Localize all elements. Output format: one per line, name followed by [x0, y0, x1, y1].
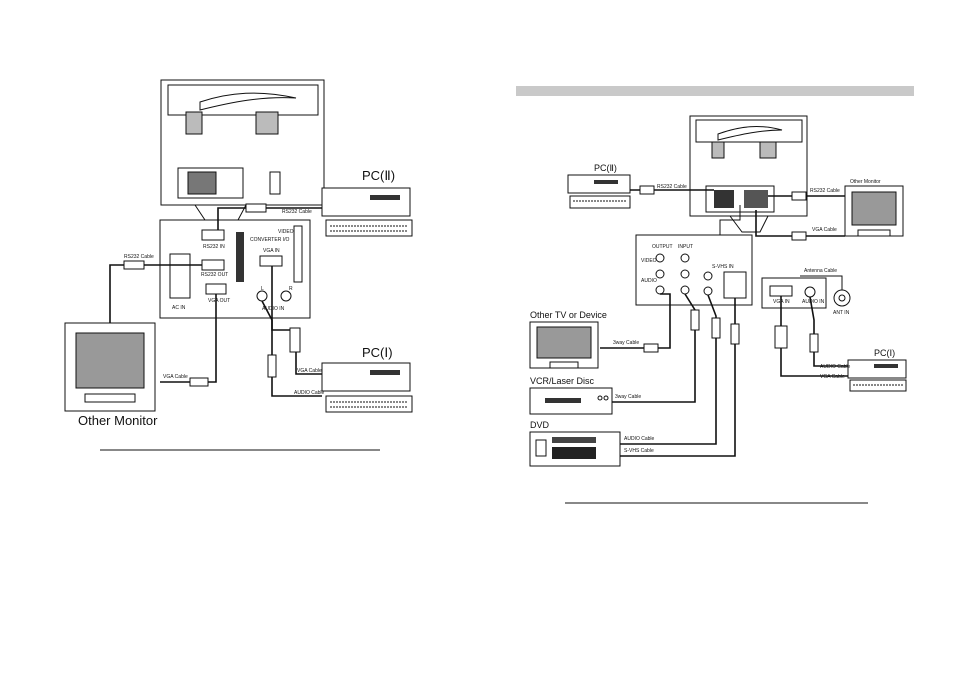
right-header-bar	[516, 86, 914, 96]
label-r: R	[289, 286, 293, 292]
right-audio-cable-pc: AUDIO Cable	[820, 364, 851, 370]
label-rs232-in: RS232 IN	[203, 244, 225, 250]
right-vga-cable-pc: VGA Cable	[820, 374, 845, 380]
label-output: OUTPUT	[652, 244, 673, 250]
label-antenna-cable: Antenna Cable	[804, 268, 837, 274]
left-rs232-cable-left: RS232 Cable	[124, 254, 154, 260]
right-av-panel: OUTPUT INPUT VIDEO AUDIO S-VHS IN	[635, 234, 753, 306]
left-tv-rear	[160, 79, 325, 221]
right-vcr: VCR/Laser Disc	[529, 376, 613, 415]
right-pc1: PC(Ⅰ)	[847, 348, 907, 392]
left-rs232-cable-top: RS232 Cable	[282, 209, 312, 215]
label-vga-in: VGA IN	[263, 248, 280, 254]
label-audio-in: AUDIO IN	[262, 306, 285, 312]
label-svhs-in: S-VHS IN	[712, 264, 734, 270]
right-cable-tv: 3way Cable	[613, 340, 639, 346]
left-vga-cable-pc: VGA Cable	[297, 368, 322, 374]
label-rs232-out: RS232 OUT	[201, 272, 228, 278]
label-ac-in: AC IN	[172, 305, 186, 311]
left-pc2-title: PC(Ⅱ)	[362, 168, 395, 183]
left-other-monitor: Other Monitor	[64, 322, 158, 428]
right-other-tv-title: Other TV or Device	[530, 310, 607, 320]
right-diagram: PC(Ⅱ) Other Monitor OUTPUT INPUT VIDEO A…	[516, 86, 914, 504]
left-pc2: PC(Ⅱ)	[321, 168, 413, 237]
right-dvd: DVD	[529, 420, 621, 467]
right-pc2-title: PC(Ⅱ)	[594, 163, 617, 173]
left-vga-cable-monitor: VGA Cable	[163, 374, 188, 380]
left-diagram: RS232 IN RS232 OUT VGA OUT VGA IN VIDEO …	[64, 79, 413, 451]
right-other-tv: Other TV or Device	[529, 310, 607, 369]
label-vga-out: VGA OUT	[208, 298, 230, 304]
right-dvd-title: DVD	[530, 420, 550, 430]
label-ant-in: ANT IN	[833, 310, 850, 316]
right-cable-vcr: 3way Cable	[615, 394, 641, 400]
right-other-monitor: Other Monitor	[844, 179, 904, 237]
label-l: L	[261, 286, 264, 292]
left-connector-panel: RS232 IN RS232 OUT VGA OUT VGA IN VIDEO …	[159, 219, 311, 319]
right-tv-rear	[689, 115, 808, 233]
label-audio: AUDIO	[641, 278, 657, 284]
left-pc1-title: PC(Ⅰ)	[362, 345, 393, 360]
right-rs232-cable-right: RS232 Cable	[810, 188, 840, 194]
left-other-monitor-title: Other Monitor	[78, 413, 158, 428]
label-audio-in-r: AUDIO IN	[802, 299, 825, 305]
right-cable-dvd-svhs: S-VHS Cable	[624, 448, 654, 454]
right-other-monitor-title: Other Monitor	[850, 179, 881, 185]
right-vga-cable-monitor: VGA Cable	[812, 227, 837, 233]
right-cables: RS232 Cable RS232 Cable VGA Cable 3way C…	[600, 184, 851, 457]
right-vcr-title: VCR/Laser Disc	[530, 376, 595, 386]
label-converter: CONVERTER I/O	[250, 237, 289, 243]
right-pc2: PC(Ⅱ)	[567, 163, 631, 209]
left-pc1: PC(Ⅰ)	[321, 345, 413, 413]
label-input: INPUT	[678, 244, 693, 250]
left-audio-cable: AUDIO Cable	[294, 390, 325, 396]
right-pc1-title: PC(Ⅰ)	[874, 348, 895, 358]
right-vga-panel: VGA IN AUDIO IN ANT IN Antenna Cable	[761, 268, 851, 316]
left-cables: RS232 Cable RS232 Cable VGA Cable VGA Ca…	[109, 203, 325, 397]
label-video: VIDEO	[641, 258, 657, 264]
right-cable-dvd-audio: AUDIO Cable	[624, 436, 655, 442]
label-video: VIDEO	[278, 229, 294, 235]
right-rs232-cable-left: RS232 Cable	[657, 184, 687, 190]
